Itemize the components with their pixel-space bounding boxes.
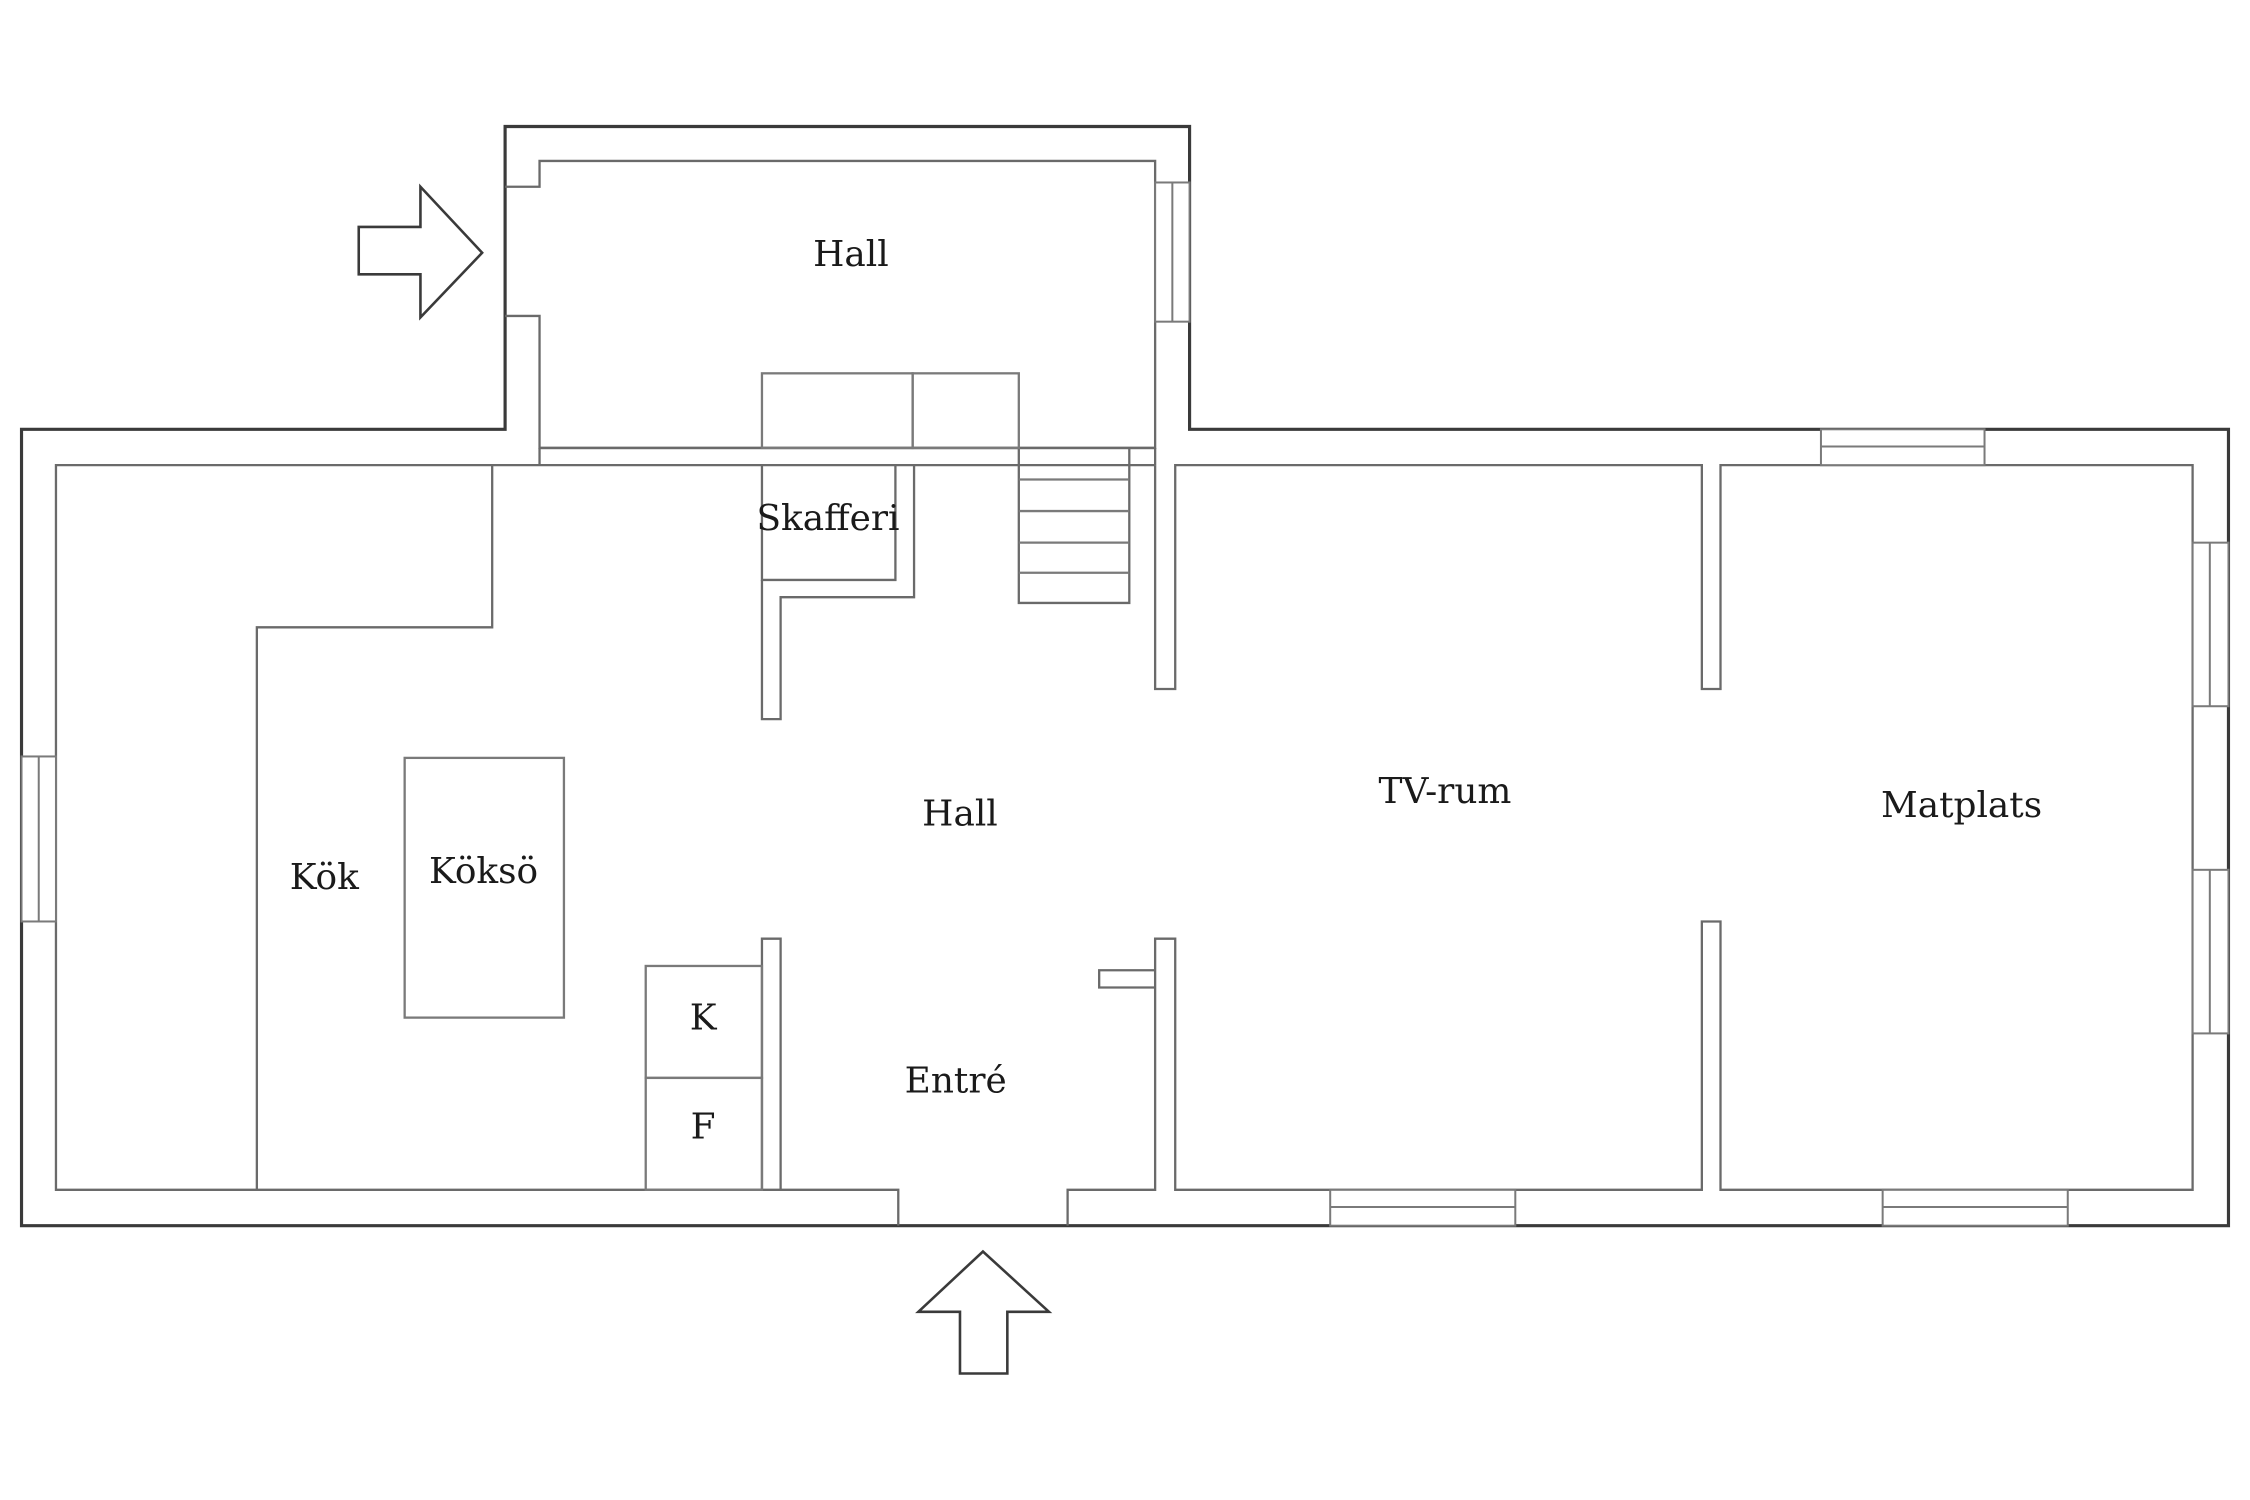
skafferi-outer-wall (760, 465, 916, 721)
label-entre: Entré (905, 1061, 1007, 1102)
entrance-arrows (357, 183, 1053, 1375)
main-inner-wall-top-left (54, 464, 1156, 1226)
label-koksoe: Köksö (429, 851, 538, 892)
label-tv-rum: TV-rum (1379, 771, 1512, 812)
skafferi-wall (760, 465, 897, 582)
entrance-right-stub (1098, 969, 1156, 989)
arrow-right-icon (357, 183, 484, 321)
entrance-left-wall (760, 937, 782, 1190)
main-inner-wall-bottom-right (1066, 464, 2194, 1226)
freezer-box (644, 1076, 764, 1191)
kitchen-island (403, 756, 566, 1019)
wardrobe-right (911, 372, 1020, 450)
outer-wall-line (19, 124, 2231, 1228)
label-kyl: K (690, 997, 718, 1038)
room-labels: Hall Skafferi Kök Köksö Hall TV-rum Matp… (290, 234, 2042, 1147)
arrow-up-icon (915, 1249, 1053, 1375)
windows (20, 181, 2230, 1227)
kitchen-wall (255, 465, 494, 1190)
interior-walls (255, 447, 1156, 1190)
label-hall-main: Hall (922, 794, 998, 835)
stair-wall (1017, 447, 1131, 605)
annex-inner-wall (505, 159, 1157, 450)
staircase (1018, 478, 1130, 574)
label-kok: Kök (290, 857, 359, 898)
label-skafferi: Skafferi (756, 498, 899, 539)
label-matplats: Matplats (1881, 785, 2042, 826)
outer-walls (19, 124, 2231, 1228)
wardrobe-left (760, 372, 914, 450)
label-hall-upper: Hall (813, 234, 889, 275)
label-frys: F (691, 1107, 716, 1148)
fixtures (403, 372, 1020, 1191)
